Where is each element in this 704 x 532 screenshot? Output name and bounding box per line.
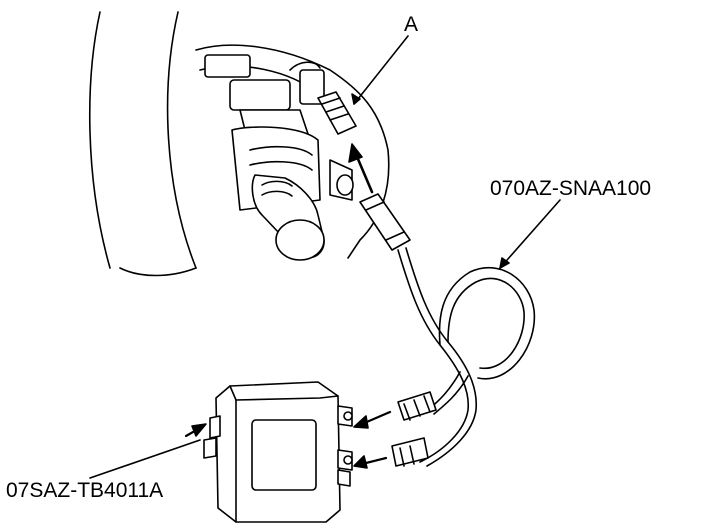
banana-plug-lower [392, 438, 428, 466]
insert-arrow-a [349, 144, 372, 192]
leader-a [352, 36, 408, 104]
column-stalk [252, 175, 324, 260]
label-test-box: 07SAZ-TB4011A [6, 479, 164, 502]
test-box-arrow [186, 424, 206, 436]
insert-arrow-lower [354, 456, 386, 468]
connector-a [318, 92, 356, 134]
label-harness: 070AZ-SNAA100 [490, 177, 652, 200]
banana-plug-upper [398, 392, 436, 420]
insert-arrow-upper [354, 412, 390, 428]
test-box [204, 382, 352, 522]
steering-wheel-rim [90, 12, 196, 276]
test-box-window [252, 420, 316, 490]
harness-plug [360, 194, 410, 250]
leader-harness [500, 200, 560, 268]
leader-test-box [90, 440, 200, 478]
harness-cable [398, 248, 534, 466]
label-connector-a: A [404, 13, 419, 36]
